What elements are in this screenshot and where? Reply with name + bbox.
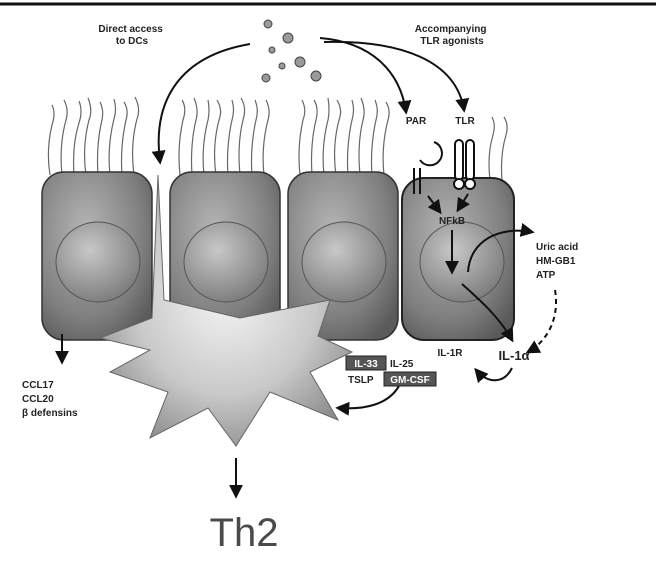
direct-access-label: Direct access to DCs xyxy=(98,24,165,47)
nfkb-label: NFkB xyxy=(439,216,465,227)
danger-signals-label: Uric acid HM-GB1 ATP xyxy=(536,242,581,281)
par-arrow xyxy=(320,38,406,112)
tslp-label: TSLP xyxy=(348,375,374,386)
epithelial-cell-4 xyxy=(402,178,514,340)
svg-text:GM-CSF: GM-CSF xyxy=(390,375,429,386)
th2-label: Th2 xyxy=(210,511,279,555)
cilia xyxy=(48,97,507,180)
gmcsf-box: GM-CSF xyxy=(384,372,436,386)
chemokines-label: CCL17 CCL20 β defensins xyxy=(22,380,78,419)
epithelial-cell-1 xyxy=(42,172,152,340)
tlr-receptor xyxy=(454,140,475,189)
svg-text:IL-33: IL-33 xyxy=(354,359,378,370)
il1a-label: IL-1α xyxy=(498,348,529,363)
cytokines-to-dc-arrow xyxy=(338,384,400,408)
par-label: PAR xyxy=(406,116,427,127)
il33-box: IL-33 xyxy=(346,356,386,370)
il1r-label: IL-1R xyxy=(438,348,464,359)
il1a-feedback-arrow xyxy=(476,368,512,380)
tlr-agonists-label: Accompanying TLR agonists xyxy=(415,24,489,47)
il25-label: IL-25 xyxy=(390,359,414,370)
tlr-label: TLR xyxy=(455,116,475,127)
danger-to-il1a-dashed-arrow xyxy=(528,290,556,352)
allergen-particles xyxy=(262,20,321,82)
